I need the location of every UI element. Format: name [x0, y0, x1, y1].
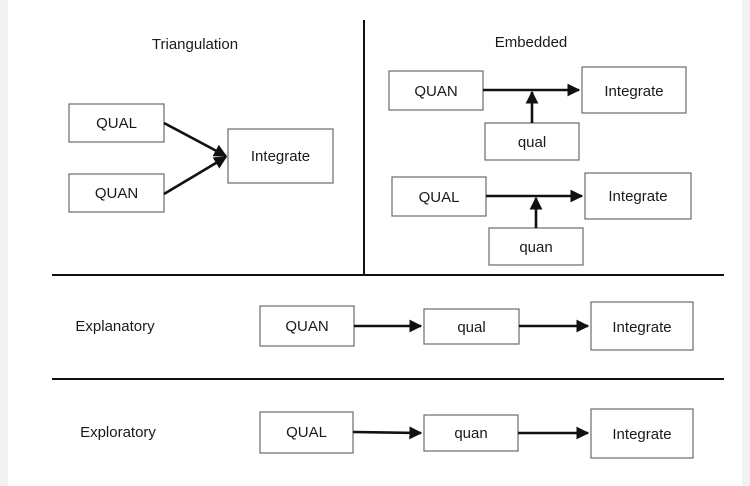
triangulation-quan-box: [68, 173, 165, 213]
exploratory-step1-box: [259, 411, 354, 454]
embedded-row2-embedded-box: [488, 227, 584, 266]
exploratory-arrow-1: [352, 426, 423, 440]
explanatory-step3-box: [590, 301, 694, 351]
triangulation-title: Triangulation: [152, 36, 238, 53]
arrow-qual-to-integrate: [163, 121, 228, 158]
exploratory-step1-label: QUAL: [286, 424, 327, 441]
left-margin-strip: [0, 0, 8, 486]
exploratory-step2-label: quan: [454, 425, 487, 442]
embedded-row2-main-label: QUAL: [419, 189, 460, 206]
explanatory-step3-label: Integrate: [612, 319, 671, 336]
embedded-row1-integrate-box: [581, 66, 687, 114]
embedded-row2-integrate-box: [584, 172, 692, 220]
explanatory-step1-label: QUAN: [285, 318, 328, 335]
triangulation-qual-label: QUAL: [96, 115, 137, 132]
explanatory-step2-label: qual: [457, 319, 485, 336]
exploratory-step2-box: [423, 414, 519, 452]
triangulation-integrate-label: Integrate: [251, 148, 310, 165]
explanatory-title: Explanatory: [75, 318, 155, 335]
exploratory-step3-label: Integrate: [612, 426, 671, 443]
right-margin-strip: [742, 0, 750, 486]
embedded-title: Embedded: [495, 34, 568, 51]
embedded-row1-main-label: QUAN: [414, 83, 457, 100]
embedded-row2-integrate-label: Integrate: [608, 188, 667, 205]
triangulation-qual-box: [68, 103, 165, 143]
embedded-row2-embedded-label: quan: [519, 239, 552, 256]
exploratory-step3-box: [590, 408, 694, 459]
explanatory-step2-box: [423, 308, 520, 345]
arrow-quan-to-integrate: [163, 155, 228, 196]
embedded-row2-main-box: [391, 176, 487, 217]
triangulation-integrate-box: [227, 128, 334, 184]
embedded-row1-embedded-label: qual: [518, 134, 546, 151]
embedded-row1-integrate-label: Integrate: [604, 83, 663, 100]
embedded-row1-embedded-box: [484, 122, 580, 161]
triangulation-quan-label: QUAN: [95, 185, 138, 202]
explanatory-step1-box: [259, 305, 355, 347]
exploratory-title: Exploratory: [80, 424, 156, 441]
